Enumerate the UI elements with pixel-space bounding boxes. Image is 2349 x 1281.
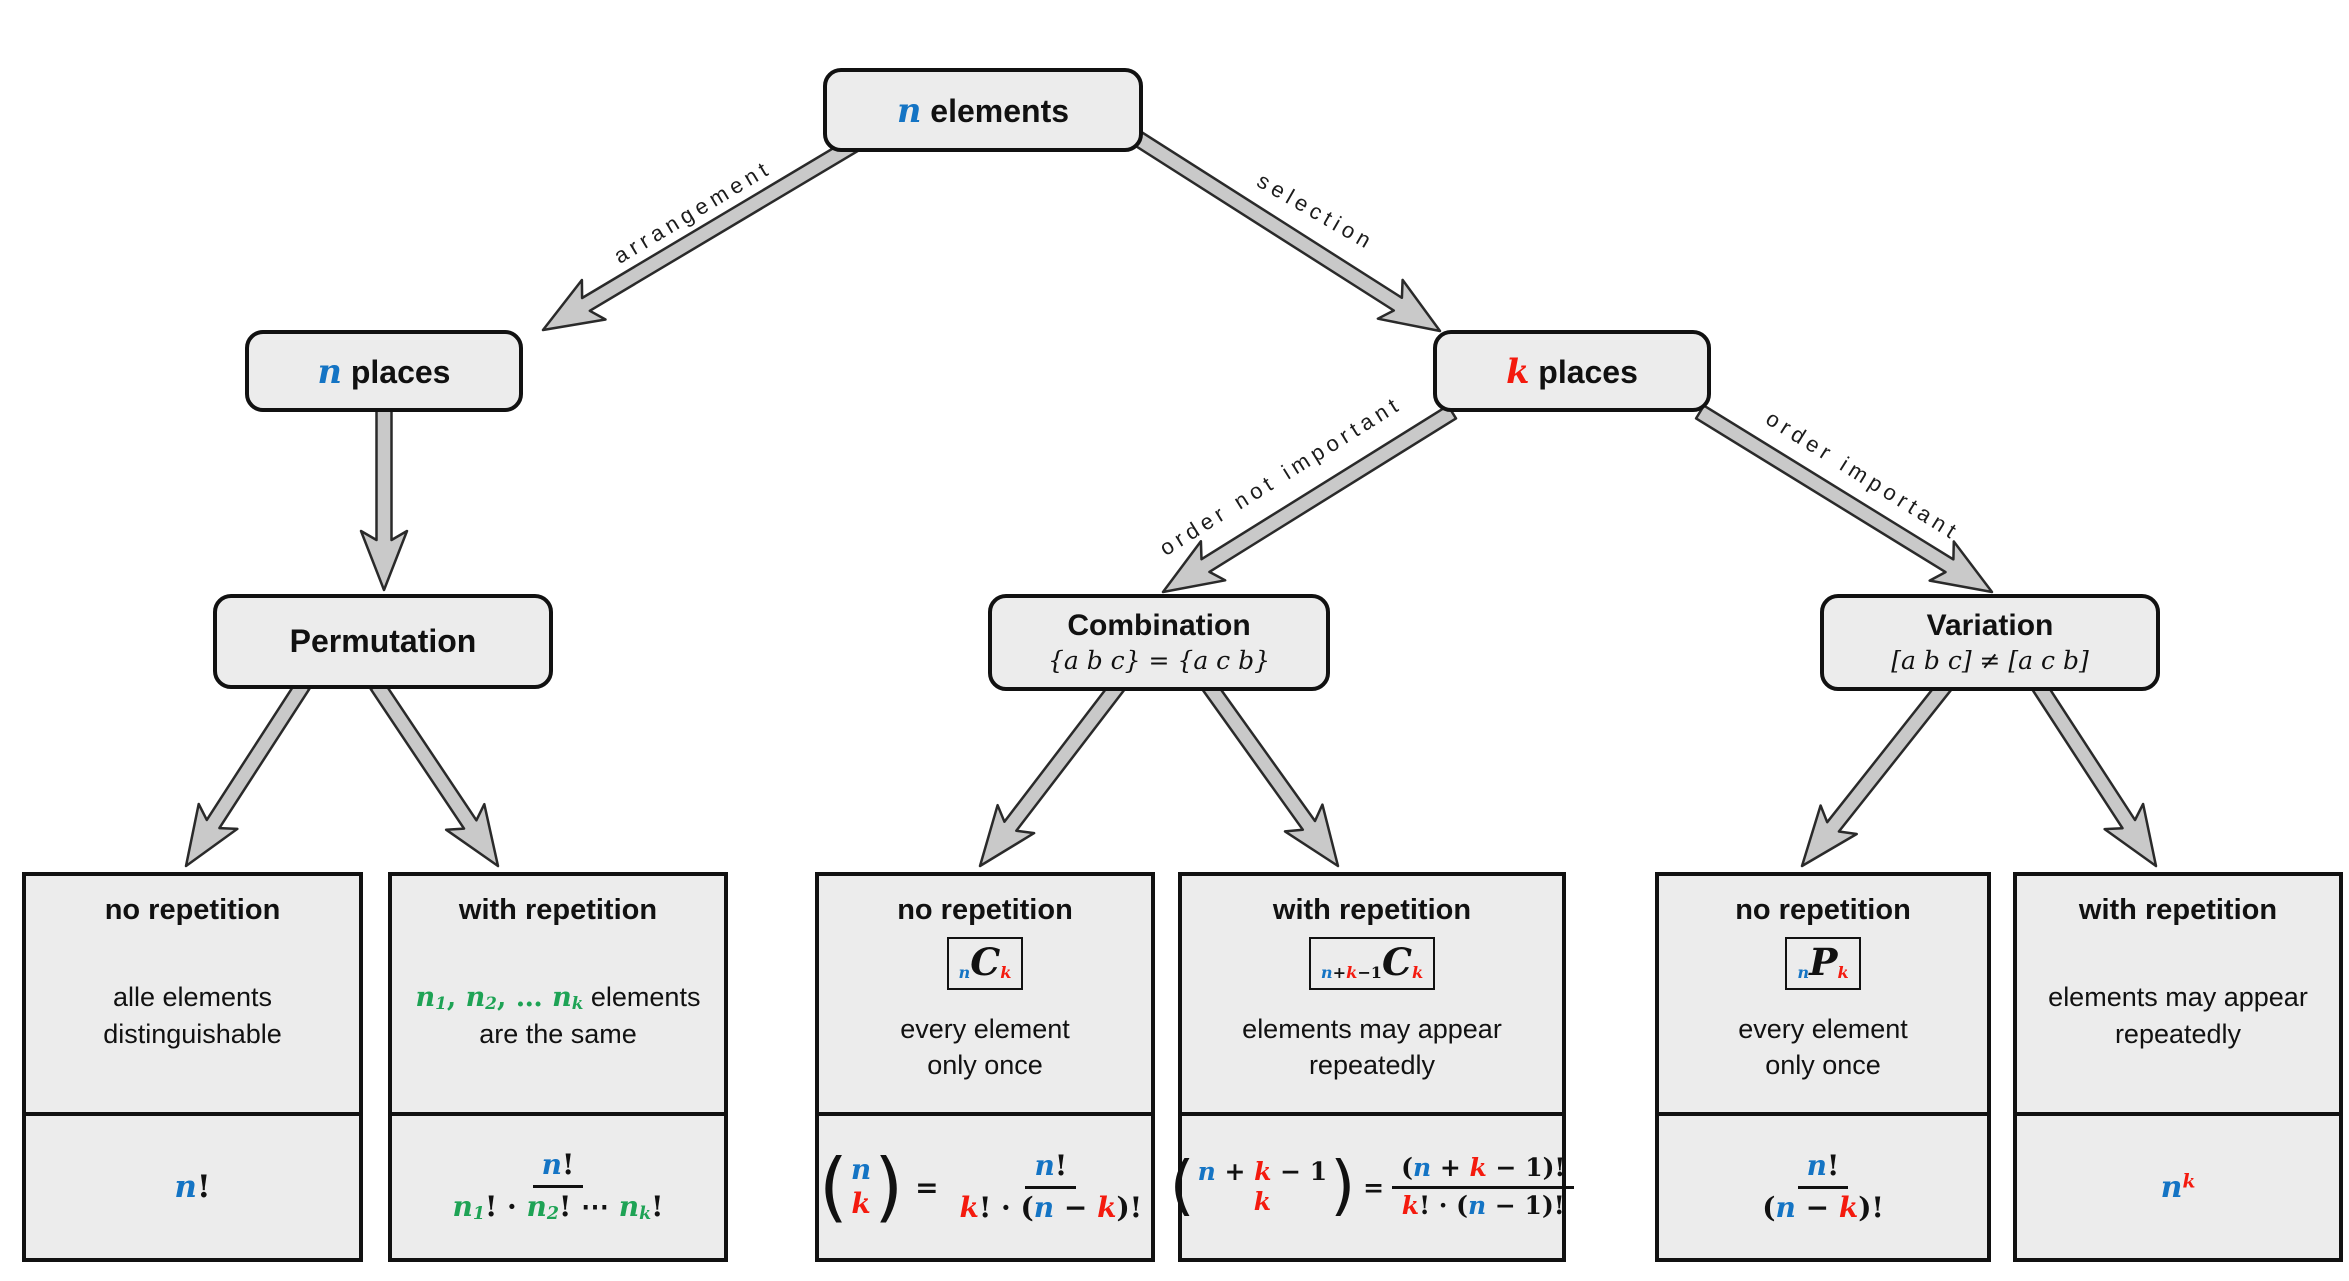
node-permutation: Permutation bbox=[213, 594, 553, 689]
binomial-paren: ( bbox=[818, 1142, 848, 1231]
notation-badge: n+k−1Ck bbox=[1308, 937, 1436, 991]
arrow bbox=[1694, 404, 1994, 594]
leaf-title: with repetition bbox=[2078, 894, 2278, 926]
leaf-title: no repetition bbox=[897, 894, 1073, 926]
node-title: Variation bbox=[1926, 609, 2054, 643]
node-k-places: k places bbox=[1433, 330, 1711, 412]
leaf-description: elements may appear repeatedly bbox=[2048, 982, 2308, 1049]
leaf-formula: n! n1! · n2! ⋯ nk! bbox=[392, 1112, 724, 1258]
leaf-title: no repetition bbox=[1735, 894, 1911, 926]
node-title: Combination bbox=[1067, 609, 1251, 643]
arrow bbox=[2029, 677, 2158, 868]
binomial-bottom: k bbox=[851, 1187, 871, 1220]
node-n-places: n places bbox=[245, 330, 523, 412]
leaf-title: with repetition bbox=[458, 894, 658, 926]
leaf-combination-with-repetition: with repetition n+k−1Ck elements may app… bbox=[1170, 872, 1575, 1262]
leaf-description: elements may appear repeatedly bbox=[1242, 1013, 1502, 1081]
binomial: ( n + k − 1 k ) bbox=[1169, 1148, 1356, 1224]
node-subtitle: [a b c] ≠ [a c b] bbox=[1891, 645, 2089, 675]
arrow bbox=[1800, 677, 1955, 868]
arrow bbox=[978, 677, 1128, 868]
fraction-numerator: n! bbox=[1025, 1150, 1077, 1189]
leaf-description: every element only once bbox=[1738, 1013, 1908, 1081]
leaf-description: alle elements distinguishable bbox=[103, 982, 282, 1049]
leaf-description: every element only once bbox=[900, 1013, 1070, 1081]
notation-badge: nCk bbox=[946, 937, 1024, 991]
fraction-denominator: n1! · n2! ⋯ nk! bbox=[452, 1189, 664, 1224]
node-title: n places bbox=[317, 350, 451, 391]
arrow bbox=[1161, 404, 1458, 594]
binomial: ( n k ) bbox=[818, 1142, 904, 1231]
node-n-elements: n elements bbox=[823, 68, 1143, 152]
arrow bbox=[541, 130, 871, 332]
fraction-numerator: (n + k − 1)! bbox=[1392, 1153, 1575, 1189]
binomial-paren: ) bbox=[874, 1142, 904, 1231]
leaf-title: no repetition bbox=[104, 894, 281, 926]
equals-sign: = bbox=[915, 1170, 939, 1204]
fraction-denominator: (n − k)! bbox=[1762, 1190, 1884, 1224]
fraction-numerator: n! bbox=[532, 1149, 584, 1188]
fraction: n! k! · (n − k)! bbox=[951, 1150, 1151, 1223]
fraction: (n + k − 1)! k! · (n − 1)! bbox=[1392, 1153, 1575, 1221]
fraction: n! n1! · n2! ⋯ nk! bbox=[444, 1149, 673, 1224]
node-variation: Variation [a b c] ≠ [a c b] bbox=[1820, 594, 2160, 691]
leaf-variation-no-repetition: no repetition nPk every element only onc… bbox=[1655, 872, 1991, 1262]
leaf-permutation-with-repetition: with repetition n1, n2, … nk elements ar… bbox=[388, 872, 728, 1262]
equals-sign: = bbox=[1363, 1172, 1385, 1202]
node-combination: Combination {a b c} = {a c b} bbox=[988, 594, 1330, 691]
leaf-description: n1, n2, … nk elements are the same bbox=[415, 981, 701, 1049]
binomial-bottom: k bbox=[1253, 1187, 1272, 1216]
leaf-permutation-no-repetition: no repetition alle elements distinguisha… bbox=[22, 872, 363, 1262]
binomial-top: n + k − 1 bbox=[1197, 1157, 1328, 1186]
fraction-numerator: n! bbox=[1797, 1150, 1849, 1189]
node-subtitle: {a b c} = {a c b} bbox=[1047, 645, 1271, 675]
binomial-top: n bbox=[850, 1153, 872, 1187]
fraction: n! (n − k)! bbox=[1753, 1150, 1893, 1223]
binomial-paren: ( bbox=[1169, 1148, 1195, 1224]
fraction-denominator: k! · (n − k)! bbox=[959, 1190, 1143, 1224]
leaf-formula: nk bbox=[2017, 1112, 2339, 1258]
arrow bbox=[369, 679, 500, 868]
notation-badge: nPk bbox=[1785, 937, 1861, 991]
arrow bbox=[184, 679, 311, 868]
arrow bbox=[1199, 677, 1340, 868]
fraction-denominator: k! · (n − 1)! bbox=[1401, 1190, 1565, 1220]
leaf-formula: ( n k ) = n! k! · (n − k)! bbox=[819, 1112, 1151, 1258]
leaf-formula: n! (n − k)! bbox=[1659, 1112, 1987, 1258]
node-title: n elements bbox=[896, 89, 1070, 130]
arrow bbox=[359, 398, 409, 592]
arrow bbox=[1131, 130, 1442, 333]
node-title: Permutation bbox=[289, 623, 477, 660]
node-title: k places bbox=[1506, 350, 1638, 391]
binomial-paren: ) bbox=[1330, 1148, 1356, 1224]
leaf-combination-no-repetition: no repetition nCk every element only onc… bbox=[815, 872, 1155, 1262]
leaf-title: with repetition bbox=[1272, 894, 1472, 926]
leaf-formula: ( n + k − 1 k ) = (n + k − 1)! k! · (n −… bbox=[1170, 1112, 1575, 1258]
leaf-variation-with-repetition: with repetition elements may appear repe… bbox=[2013, 872, 2343, 1262]
leaf-formula: n! bbox=[26, 1112, 359, 1258]
